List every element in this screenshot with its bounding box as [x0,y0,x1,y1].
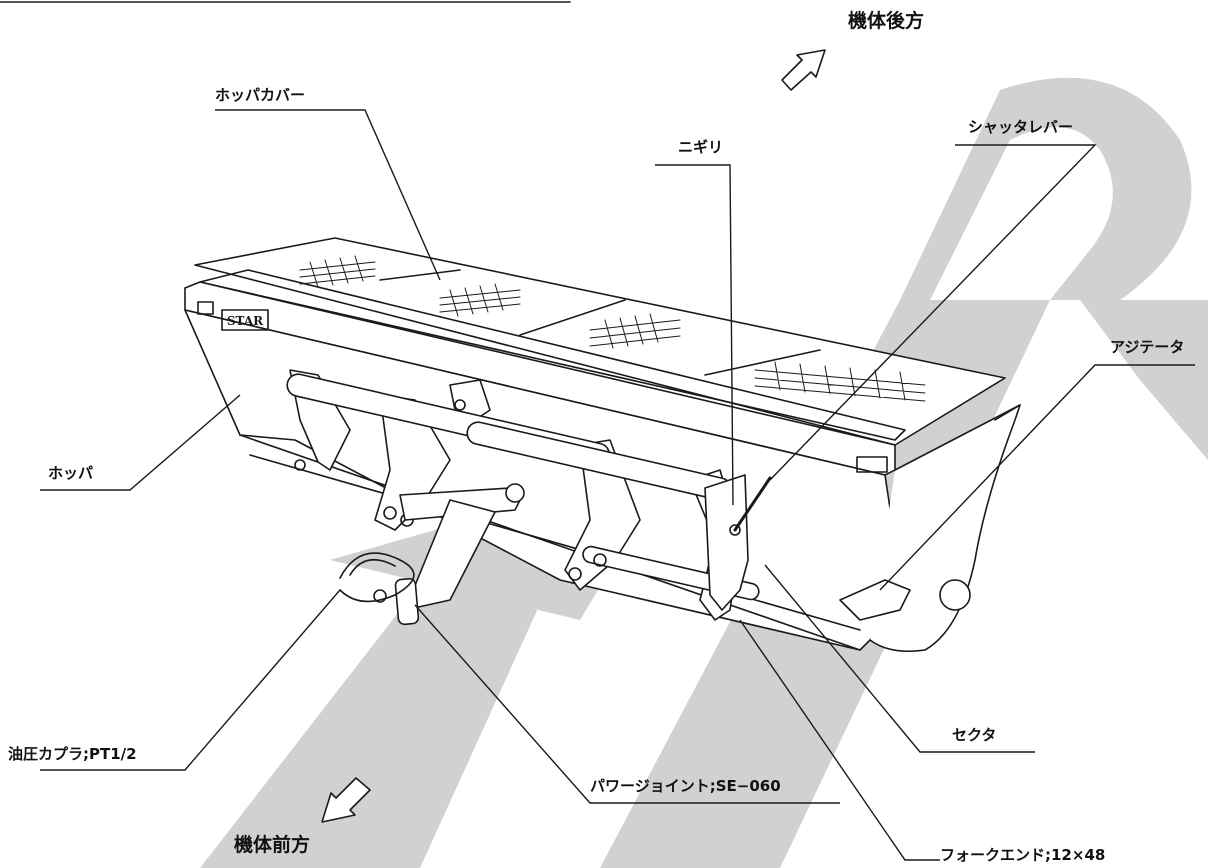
hopper-cover [194,237,1006,446]
leader-shutter-lever [769,144,1097,481]
leader-hopper-cover [215,109,441,281]
leader-hopper [40,394,241,491]
leader-hydraulic-coupler [40,589,341,771]
label-hopper: ホッパ [48,464,94,482]
label-direction-rear: 機体後方 [848,10,925,32]
label-power-joint: パワージョイント;SE−060 [590,777,781,795]
brand-plate [221,309,269,331]
sector-plate [704,474,749,611]
label-fork-end: フォークエンド;12×48 [940,846,1106,864]
arrow-front-icon [321,777,371,823]
label-hydraulic-coupler: 油圧カプラ;PT1/2 [8,745,137,763]
label-sector: セクタ [952,726,997,744]
leader-fork-end [739,619,940,861]
label-direction-front: 機体前方 [234,834,311,856]
leader-agitator [879,364,1195,591]
label-agitator: アジテータ [1110,338,1185,356]
brand-plate-text: STAR [227,314,264,328]
label-hopper-cover: ホッパカバー [215,86,306,104]
small-plate [197,301,214,315]
leader-power-joint [414,604,840,804]
leader-grip [655,164,734,506]
power-joint-shaft [404,499,496,611]
label-grip: ニギリ [678,138,724,156]
label-shutter-lever: シャッタレバー [968,118,1074,136]
arrow-rear-icon [781,49,826,91]
leader-sector [764,564,1035,753]
